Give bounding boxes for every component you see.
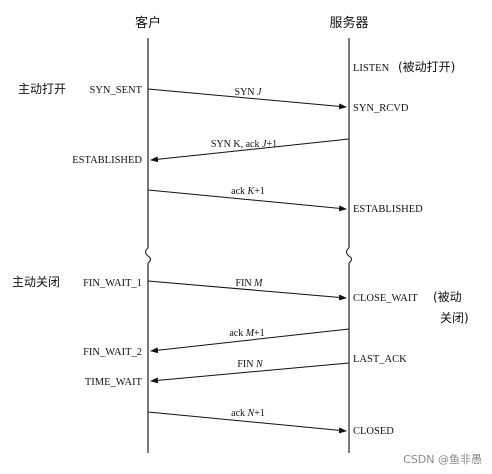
active-close-label: 主动关闭 bbox=[12, 275, 60, 289]
arrow-fin-m bbox=[147, 280, 347, 301]
message-label-syn: SYN J bbox=[235, 87, 263, 98]
message-label-fin-m: FIN M bbox=[236, 278, 264, 289]
server-state-established: ESTABLISHED bbox=[353, 204, 423, 215]
arrow-ack-1 bbox=[147, 189, 347, 212]
message-label-syn-ack: SYN K, ack J+1 bbox=[211, 139, 277, 150]
client-header: 客户 bbox=[135, 15, 161, 31]
server-state-listen: LISTEN bbox=[353, 63, 390, 74]
client-state-established: ESTABLISHED bbox=[72, 155, 142, 166]
client-state-fin-wait-1: FIN_WAIT_1 bbox=[83, 278, 142, 289]
arrow-syn bbox=[147, 88, 347, 110]
server-state-close-wait: CLOSE_WAIT bbox=[353, 293, 418, 304]
client-state-syn-sent: SYN_SENT bbox=[89, 85, 142, 96]
passive-close-label-line2: 关闭) bbox=[440, 311, 469, 325]
client-timeline-break-mark bbox=[144, 247, 152, 264]
passive-close-label-line1: (被动 bbox=[433, 290, 462, 304]
passive-open-label: (被动打开) bbox=[398, 60, 455, 74]
watermark-text: CSDN @鱼非愚 bbox=[403, 452, 482, 466]
arrow-syn-ack bbox=[150, 138, 350, 163]
arrow-ack-m bbox=[150, 328, 350, 354]
client-state-time-wait: TIME_WAIT bbox=[85, 377, 143, 388]
client-state-fin-wait-2: FIN_WAIT_2 bbox=[83, 347, 142, 358]
active-open-label: 主动打开 bbox=[18, 82, 66, 96]
server-state-closed: CLOSED bbox=[353, 426, 394, 437]
server-header: 服务器 bbox=[329, 15, 368, 31]
server-state-last-ack: LAST_ACK bbox=[353, 354, 407, 365]
server-timeline-break-mark bbox=[345, 247, 353, 264]
message-label-ack-n: ack N+1 bbox=[231, 408, 265, 419]
message-label-fin-n: FIN N bbox=[237, 359, 264, 370]
server-state-syn-rcvd: SYN_RCVD bbox=[353, 103, 409, 114]
message-label-ack-m: ack M+1 bbox=[229, 328, 264, 339]
arrow-ack-n bbox=[147, 411, 347, 434]
arrow-fin-n bbox=[150, 362, 350, 384]
message-label-ack-1: ack K+1 bbox=[231, 186, 265, 197]
